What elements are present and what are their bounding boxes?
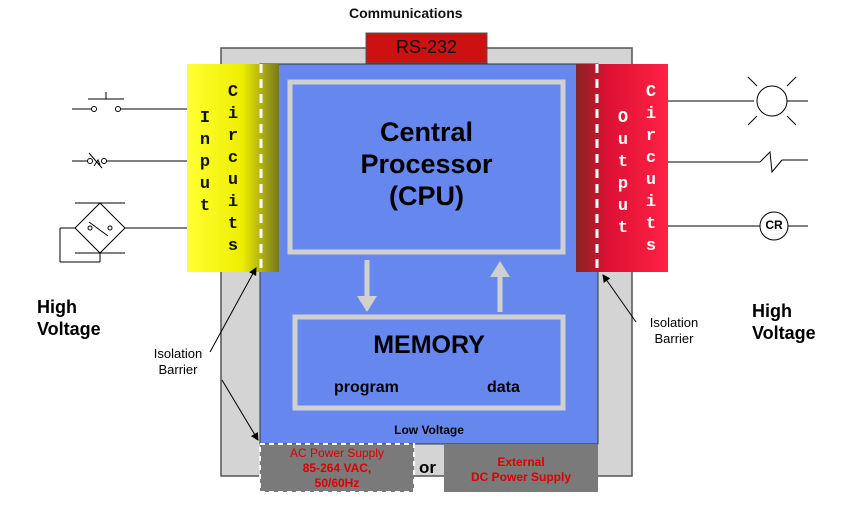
high-voltage-right: High Voltage xyxy=(752,300,816,344)
high-voltage-right-line1: High xyxy=(752,301,792,321)
lamp-icon xyxy=(668,76,808,126)
cpu-title-line3: (CPU) xyxy=(389,181,464,211)
isolation-left-line2: Barrier xyxy=(158,362,198,377)
ac-line2: 85-264 VAC, xyxy=(302,461,372,475)
cr-label: CR xyxy=(765,218,783,232)
cpu-title-line1: Central xyxy=(379,117,474,147)
output-label: Output xyxy=(617,109,629,238)
cpu-to-memory-arrow xyxy=(357,260,377,312)
output-circuits-label: Circuits xyxy=(645,83,657,256)
high-voltage-left-line1: High xyxy=(37,297,77,317)
isolation-barrier-right: Isolation Barrier xyxy=(634,315,714,347)
high-voltage-right-line2: Voltage xyxy=(752,323,816,343)
dc-line1: External xyxy=(497,455,545,469)
isolation-right-line2: Barrier xyxy=(654,331,694,346)
memory-title: MEMORY xyxy=(373,331,485,359)
heater-icon xyxy=(668,150,808,174)
dc-power-supply-label: External DC Power Supply xyxy=(444,455,598,485)
ac-power-supply xyxy=(259,443,415,493)
pushbutton-icon xyxy=(72,92,187,112)
ac-power-supply-label: AC Power Supply 85-264 VAC, 50/60Hz xyxy=(260,446,414,491)
high-voltage-left: High Voltage xyxy=(37,296,101,340)
input-circuits-label: Circuits xyxy=(227,83,239,256)
high-voltage-left-line2: Voltage xyxy=(37,319,101,339)
memory-box xyxy=(292,314,566,411)
rs232-port xyxy=(365,32,488,64)
or-label: or xyxy=(419,458,436,477)
output-wiring xyxy=(668,76,808,241)
input-circuits-block xyxy=(187,64,279,272)
relay-coil-icon xyxy=(668,211,808,241)
cpu-title: Central Processor (CPU) xyxy=(290,116,563,212)
rs232-label: RS-232 xyxy=(395,37,458,57)
dc-power-supply xyxy=(444,444,598,492)
memory-to-cpu-arrow xyxy=(490,261,510,312)
isolation-barrier-left: Isolation Barrier xyxy=(138,346,218,378)
ac-line3: 50/60Hz xyxy=(314,476,360,490)
output-circuits-block xyxy=(576,64,668,272)
cpu-box xyxy=(287,79,566,255)
proximity-sensor-icon xyxy=(59,202,187,263)
cpu-title-line2: Processor xyxy=(360,149,493,179)
memory-data-label: data xyxy=(487,379,520,396)
input-label: Input xyxy=(199,109,211,216)
ac-line1: AC Power Supply xyxy=(289,446,385,460)
limit-switch-icon xyxy=(72,152,187,169)
memory-program-label: program xyxy=(334,379,399,396)
dc-line2: DC Power Supply xyxy=(470,470,571,484)
isolation-arrows xyxy=(209,267,637,441)
isolation-left-line1: Isolation xyxy=(153,346,203,361)
isolation-right-line1: Isolation xyxy=(649,315,699,330)
low-voltage-label: Low Voltage xyxy=(394,423,464,437)
communications-label: Communications xyxy=(349,5,463,21)
input-wiring xyxy=(59,92,187,263)
